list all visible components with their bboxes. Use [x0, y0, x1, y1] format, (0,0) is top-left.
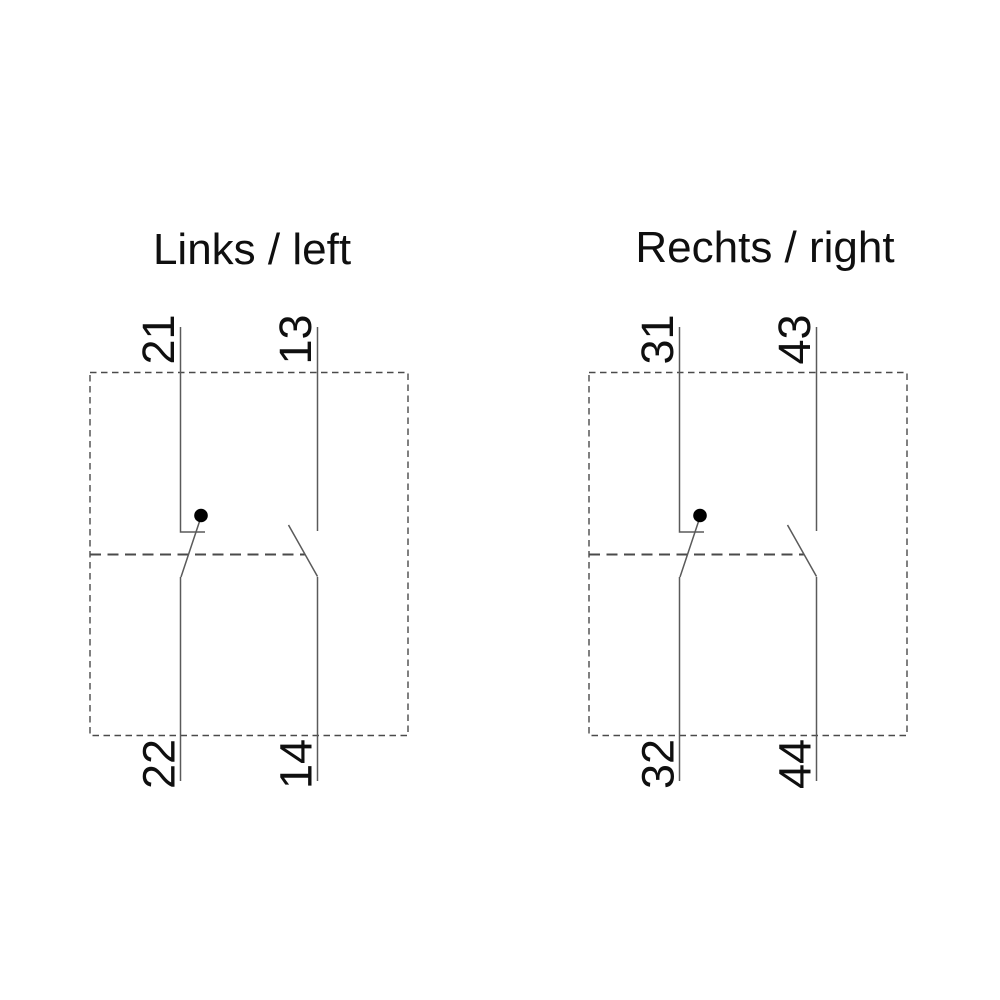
nc-contact-symbol [678, 327, 707, 781]
left-contact-block: Links / left 21 13 22 14 [89, 225, 409, 789]
block-title: Rechts / right [635, 223, 894, 272]
nc-moving-arm [679, 518, 701, 578]
nc-moving-arm [180, 518, 202, 578]
terminal-label-bottom-right: 44 [770, 739, 821, 789]
no-contact-symbol [786, 327, 818, 781]
nc-contact-symbol [179, 327, 208, 781]
nc-fixed-terminal-wire [678, 327, 704, 533]
no-contact-symbol [287, 327, 319, 781]
terminal-label-top-right: 13 [270, 314, 321, 364]
no-moving-arm [287, 524, 319, 577]
terminal-label-top-right: 43 [769, 314, 820, 364]
right-contact-block: Rechts / right 31 43 32 44 [588, 223, 908, 789]
block-title: Links / left [153, 225, 351, 274]
terminal-label-bottom-left: 32 [633, 739, 684, 789]
contact-dot [194, 508, 208, 523]
contact-dot [693, 508, 707, 523]
terminal-label-top-left: 21 [133, 314, 184, 364]
no-moving-arm [786, 524, 818, 577]
terminal-label-bottom-right: 14 [271, 739, 322, 789]
terminal-label-top-left: 31 [632, 314, 683, 364]
nc-fixed-terminal-wire [179, 327, 205, 533]
terminal-label-bottom-left: 22 [134, 739, 185, 789]
